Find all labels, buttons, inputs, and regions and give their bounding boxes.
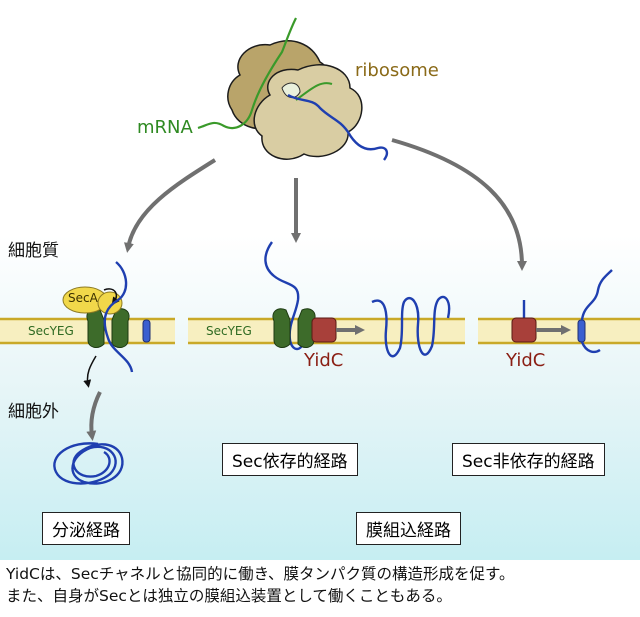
yidc-insertase-icon (511, 317, 537, 343)
yidc-right-label: YidC (506, 350, 546, 371)
seca-action-arrow (103, 288, 120, 306)
secyeg-channel-icon (86, 308, 130, 348)
yidc-insertase-icon (311, 317, 337, 343)
sec-dependent-pathway-box: Sec依存的経路 (222, 443, 358, 476)
sec-independent-pathway-box: Sec非依存的経路 (452, 443, 605, 476)
membrane-chain-middle (264, 241, 308, 351)
signal-helix-left (142, 319, 151, 343)
multispan-protein (371, 295, 451, 358)
secretory-chain (103, 261, 134, 373)
exit-arrow-small (83, 355, 97, 388)
single-span-chain-lower (580, 341, 601, 354)
cytoplasm-label: 細胞質 (8, 241, 59, 261)
nascent-chain (287, 93, 389, 161)
protein-targeting-diagram (0, 0, 640, 560)
ribosome-icon (227, 40, 363, 160)
membrane-insertion-pathway-box: 膜組込経路 (356, 512, 461, 545)
seca-label: SecA (68, 291, 98, 305)
caption-line-1: YidCは、Secチャネルと協同的に働き、膜タンパク質の構造形成を促す。 (6, 565, 515, 583)
extracellular-label: 細胞外 (8, 402, 59, 422)
secyeg-left-label: SecYEG (28, 324, 74, 338)
inserted-helix-right (577, 319, 586, 343)
mrna-strand (197, 17, 297, 130)
yidc-middle-label: YidC (304, 350, 344, 371)
mrna-label: mRNA (137, 117, 193, 138)
secretion-pathway-box: 分泌経路 (42, 512, 130, 545)
figure-caption: YidCは、Secチャネルと協同的に働き、膜タンパク質の構造形成を促す。 また、… (6, 563, 638, 607)
folded-secreted-protein (53, 442, 124, 485)
secyeg-channel-icon (272, 308, 316, 348)
arrow-to-folded (86, 391, 102, 441)
ribosome-label: ribosome (355, 60, 439, 81)
mrna-strand-tail (295, 82, 333, 101)
arrow-to-sec-independent (391, 138, 527, 271)
single-span-chain (580, 269, 613, 321)
secyeg-middle-label: SecYEG (206, 324, 252, 338)
arrow-to-secretion (123, 158, 217, 253)
caption-line-2: また、自身がSecとは独立の膜組込装置として働くこともある。 (6, 587, 452, 605)
